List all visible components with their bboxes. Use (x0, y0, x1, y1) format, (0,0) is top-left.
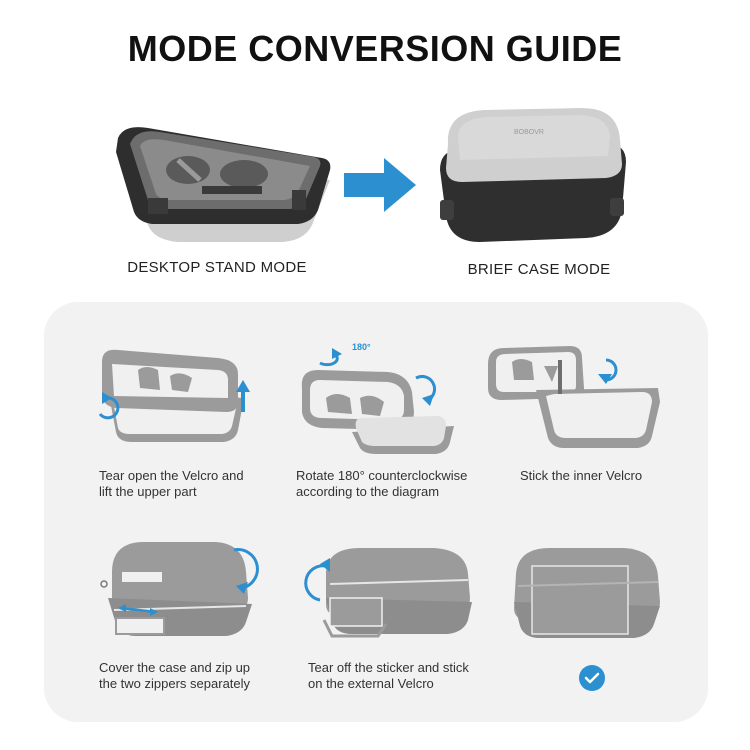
step-2-caption: Rotate 180° counterclockwise according t… (296, 468, 506, 500)
step-1-line2: lift the upper part (99, 484, 197, 499)
step-6-illustration (506, 540, 706, 652)
step-1-illustration (88, 340, 288, 450)
step-1-caption: Tear open the Velcro and lift the upper … (99, 468, 289, 500)
step-4-illustration (96, 528, 296, 652)
step-4-caption: Cover the case and zip up the two zipper… (99, 660, 289, 692)
step-1-line1: Tear open the Velcro (99, 468, 219, 483)
page-title: MODE CONVERSION GUIDE (127, 28, 623, 69)
desktop-stand-case-image (108, 100, 338, 250)
step-2-illustration: 180° (296, 336, 496, 458)
brief-case-image: BOBOVR (436, 100, 628, 250)
step-5-caption: Tear off the sticker and stick on the ex… (308, 660, 508, 692)
rotate-180-badge: 180° (352, 342, 371, 352)
complete-check-icon (579, 665, 605, 691)
step-5-line1: Tear off the sticker and stick (308, 660, 469, 675)
step-1-connector: and (221, 468, 244, 483)
step-3-caption: Stick the inner Velcro (520, 468, 680, 484)
step-2-line2: according to the diagram (296, 484, 440, 499)
brief-case-mode-label: BRIEF CASE MODE (467, 261, 611, 278)
brand-text: BOBOVR (514, 129, 544, 136)
step-5-line2: on the external Velcro (308, 676, 434, 691)
step-3-line1: Stick the inner Velcro (520, 468, 643, 483)
step-5-illustration (302, 540, 502, 652)
step-3-illustration (482, 340, 682, 456)
desktop-stand-mode-label: DESKTOP STAND MODE (127, 259, 307, 276)
step-4-line1: Cover the case and zip up (99, 660, 251, 675)
arrow-right-icon (344, 158, 418, 212)
step-4-line2: the two zippers separately (99, 676, 251, 691)
step-2-line1: Rotate 180° counterclockwise (296, 468, 468, 483)
